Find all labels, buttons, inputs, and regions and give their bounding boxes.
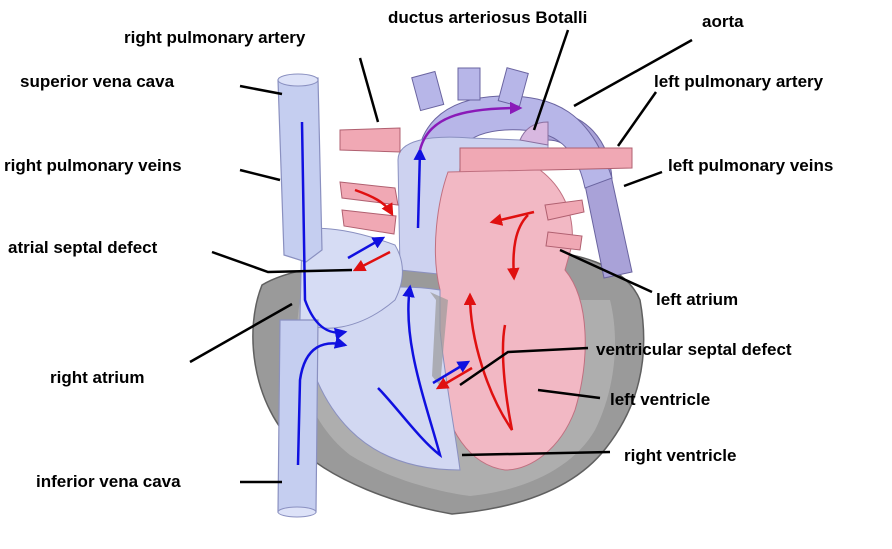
leader-right-atrium: [189, 302, 293, 364]
flow-arrow-svc: [300, 121, 348, 341]
leader-right-pulmonary-veins: [239, 168, 281, 182]
right-atrium: [299, 227, 403, 329]
flow-arrow-ductus: [418, 101, 523, 151]
flow-arrow-right-pulm-veins: [354, 188, 394, 217]
label-left-atrium: left atrium: [656, 290, 739, 309]
label-right-atrium: right atrium: [50, 368, 145, 387]
leader-left-pulmonary-artery: [616, 91, 658, 147]
label-left-ventricle: left ventricle: [610, 390, 711, 409]
leader-left-atrium: [559, 248, 653, 294]
label-superior-vena-cava: superior vena cava: [20, 72, 175, 91]
leader-atrial-septal-defect: [211, 250, 353, 274]
flow-arrow-asd-right-to-left: [352, 250, 391, 272]
leader-superior-vena-cava: [239, 84, 283, 96]
flow-arrow-left-atrium-down: [507, 214, 529, 281]
left-pulmonary-vein-lower: [545, 231, 583, 251]
leader-ventricular-septal-defect: [459, 346, 589, 387]
flow-arrow-asd-left-to-right: [347, 236, 386, 260]
left-pulmonary-artery-branch: [459, 147, 633, 173]
label-right-pulmonary-artery: right pulmonary artery: [124, 28, 306, 47]
leader-left-ventricle: [537, 388, 601, 400]
inferior-vena-cava-opening: [277, 506, 317, 518]
flow-arrow-left-pulm-veins: [489, 210, 535, 226]
label-ventricular-septal-defect: ventricular septal defect: [596, 340, 792, 359]
flow-arrow-rv: [377, 284, 443, 459]
arch-branch-2: [457, 67, 481, 101]
label-left-pulmonary-artery: left pulmonary artery: [654, 72, 824, 91]
flow-arrow-vsd-left-to-right: [435, 366, 473, 390]
superior-vena-cava: [277, 77, 323, 263]
interventricular-septum: [430, 292, 448, 386]
label-aorta: aorta: [702, 12, 744, 31]
label-right-ventricle: right ventricle: [624, 446, 737, 465]
aortic-arch: [416, 95, 613, 201]
leader-aorta: [573, 38, 693, 108]
leader-lines: [189, 29, 693, 484]
label-left-pulmonary-veins: left pulmonary veins: [668, 156, 834, 175]
flow-arrow-ivc: [296, 336, 348, 466]
arch-branch-1: [411, 70, 445, 112]
label-right-pulmonary-veins: right pulmonary veins: [4, 156, 182, 175]
right-pulmonary-vein-lower: [341, 209, 397, 235]
right-pulmonary-vein-upper: [339, 181, 399, 206]
leader-right-pulmonary-artery: [358, 57, 380, 123]
label-atrial-septal-defect: atrial septal defect: [8, 238, 158, 257]
leader-left-pulmonary-veins: [623, 170, 663, 188]
right-pulmonary-artery-branch: [339, 127, 401, 153]
superior-vena-cava-opening: [277, 73, 319, 87]
left-pulmonary-vein-upper: [544, 199, 585, 221]
arch-branch-3: [497, 67, 529, 107]
label-ductus-arteriosus: ductus arteriosus Botalli: [388, 8, 588, 27]
leader-ductus: [532, 29, 570, 131]
leader-right-ventricle: [461, 450, 611, 457]
flow-arrow-pulmonary: [413, 147, 426, 229]
label-inferior-vena-cava: inferior vena cava: [36, 472, 181, 491]
